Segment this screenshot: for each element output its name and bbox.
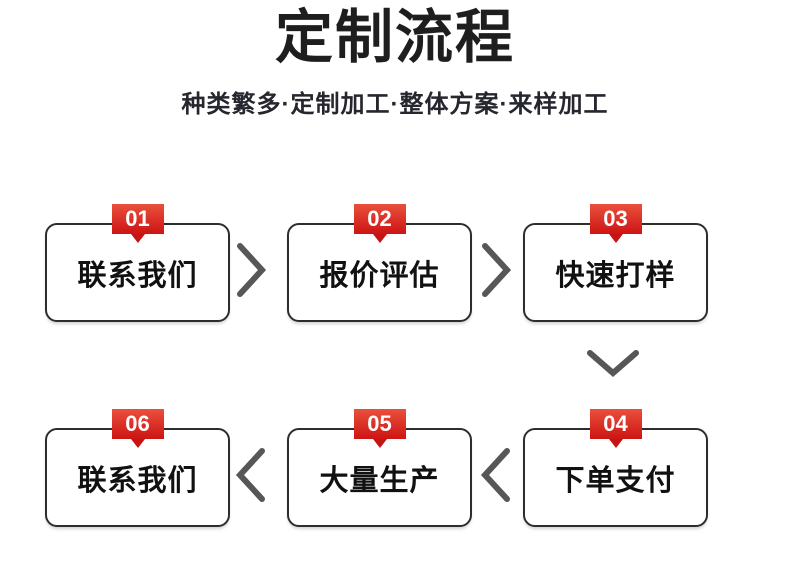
step-card-06: 06 联系我们 <box>45 409 230 527</box>
step-number: 03 <box>603 206 628 231</box>
chevron-right-icon <box>233 240 269 300</box>
step-label: 下单支付 <box>555 464 676 497</box>
page-title: 定制流程 <box>274 5 515 70</box>
step-number: 01 <box>125 206 150 231</box>
chevron-left-icon <box>233 445 269 505</box>
step-badge: 06 <box>111 409 164 439</box>
step-number: 06 <box>125 411 150 436</box>
step-card-01: 01 联系我们 <box>45 204 230 322</box>
chevron-right-icon <box>478 240 514 300</box>
step-card-05: 05 大量生产 <box>287 409 472 527</box>
step-badge: 03 <box>589 204 642 234</box>
step-card-04: 04 下单支付 <box>523 409 708 527</box>
page-subtitle: 种类繁多·定制加工·整体方案·来样加工 <box>181 90 609 118</box>
step-badge: 04 <box>589 409 642 439</box>
step-badge: 05 <box>353 409 406 439</box>
step-badge: 02 <box>353 204 406 234</box>
step-card-03: 03 快速打样 <box>523 204 708 322</box>
step-label: 报价评估 <box>319 259 440 292</box>
step-number: 02 <box>367 206 392 231</box>
step-label: 快速打样 <box>555 259 676 292</box>
chevron-down-icon <box>584 346 642 380</box>
chevron-left-icon <box>478 445 514 505</box>
step-number: 05 <box>367 411 392 436</box>
step-label: 联系我们 <box>77 464 198 497</box>
step-badge: 01 <box>111 204 164 234</box>
step-number: 04 <box>603 411 628 436</box>
step-card-02: 02 报价评估 <box>287 204 472 322</box>
step-label: 联系我们 <box>77 259 198 292</box>
step-label: 大量生产 <box>319 464 440 497</box>
